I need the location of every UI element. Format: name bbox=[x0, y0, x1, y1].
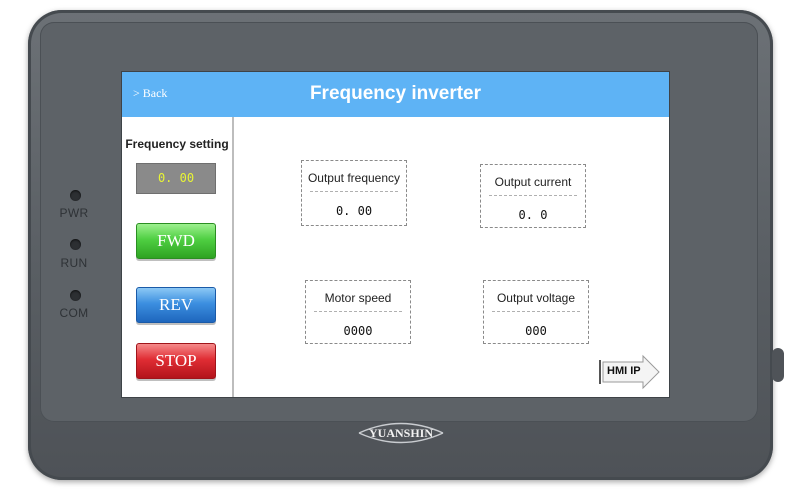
divider bbox=[310, 191, 398, 192]
svg-text:YUANSHIN: YUANSHIN bbox=[369, 426, 433, 440]
page-title: Frequency inverter bbox=[309, 83, 482, 104]
output-current-label: Output current bbox=[494, 175, 572, 189]
pwr-led-icon bbox=[70, 190, 81, 201]
run-led-label: RUN bbox=[60, 256, 88, 270]
side-knob bbox=[772, 348, 784, 382]
motor-speed-label: Motor speed bbox=[324, 291, 392, 305]
arrow-right-icon bbox=[599, 354, 660, 390]
rev-button[interactable]: REV bbox=[136, 287, 216, 323]
output-frequency-label: Output frequency bbox=[307, 171, 401, 185]
output-current-box: Output current 0. 0 bbox=[480, 164, 586, 228]
touch-screen: > Back Frequency inverter Frequency sett… bbox=[122, 72, 669, 397]
fwd-button[interactable]: FWD bbox=[136, 223, 216, 259]
output-voltage-label: Output voltage bbox=[496, 291, 576, 305]
motor-speed-value: 0000 bbox=[343, 324, 373, 338]
control-panel: Frequency setting 0. 00 FWD REV STOP bbox=[122, 117, 234, 397]
output-frequency-box: Output frequency 0. 00 bbox=[301, 160, 407, 226]
run-led-icon bbox=[70, 239, 81, 250]
divider bbox=[314, 311, 402, 312]
motor-speed-box: Motor speed 0000 bbox=[305, 280, 411, 344]
frequency-setting-input[interactable]: 0. 00 bbox=[136, 163, 216, 194]
com-led-label: COM bbox=[59, 306, 89, 320]
frequency-setting-label: Frequency setting bbox=[125, 137, 229, 151]
output-voltage-box: Output voltage 000 bbox=[483, 280, 589, 344]
title-bar: > Back Frequency inverter bbox=[122, 72, 669, 117]
back-button[interactable]: > Back bbox=[133, 86, 168, 100]
output-current-value: 0. 0 bbox=[518, 208, 548, 222]
hmi-ip-label: HMI IP bbox=[607, 365, 641, 377]
output-voltage-value: 000 bbox=[525, 324, 547, 338]
output-frequency-value: 0. 00 bbox=[335, 204, 373, 218]
hmi-ip-button[interactable]: HMI IP bbox=[597, 354, 661, 390]
divider bbox=[489, 195, 577, 196]
stop-button[interactable]: STOP bbox=[136, 343, 216, 379]
yuanshin-logo: YUANSHIN bbox=[358, 422, 444, 444]
pwr-led-label: PWR bbox=[59, 206, 89, 220]
divider bbox=[492, 311, 580, 312]
com-led-icon bbox=[70, 290, 81, 301]
